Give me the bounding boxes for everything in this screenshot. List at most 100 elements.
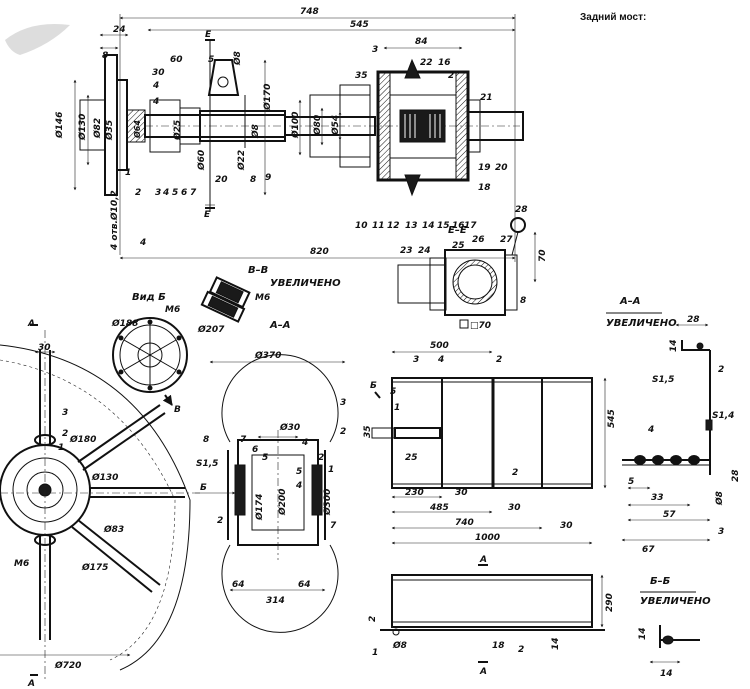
aa-part-2b: 2 xyxy=(318,453,324,463)
frame-part-1: 1 xyxy=(394,403,400,413)
dim-d130: Ø130 xyxy=(77,114,88,141)
frame-side-view: 290 Ø8 18 14 2 А А 1 2 xyxy=(368,555,615,677)
part-1: 1 xyxy=(125,168,131,178)
aad-part-4: 4 xyxy=(647,425,654,435)
aa-part-6: 6 xyxy=(252,445,258,455)
wheel-dim-d83: Ø83 xyxy=(103,524,124,535)
part-12: 12 xyxy=(387,221,400,231)
section-a-a-detail: А–А УВЕЛИЧЕНО 28 14 S1,5 2 S1,4 5 33 57 … xyxy=(606,296,741,555)
aa-detail-title: А–А xyxy=(619,296,640,307)
wheel-dim-d180: Ø180 xyxy=(69,434,96,445)
dim-d170: Ø170 xyxy=(262,84,273,111)
frame-dim-740: 740 xyxy=(455,518,474,528)
part-14: 14 xyxy=(422,221,435,231)
dim-4b: 4 xyxy=(152,97,159,107)
dim-748: 748 xyxy=(300,7,319,17)
dim-d35: Ø35 xyxy=(104,120,115,141)
view-b: Вид Б М6 Ø188 Ø207 В xyxy=(111,292,225,415)
dim-d22: Ø22 xyxy=(236,150,247,171)
wheel-dim-30: 30 xyxy=(38,343,51,353)
frame-arrow-b: Б xyxy=(370,381,377,391)
aad-dim-2: 2 xyxy=(718,365,724,375)
aad-dim-33: 33 xyxy=(651,493,664,503)
section-mark-e-top: Е xyxy=(205,30,212,40)
dim-5: 5 xyxy=(208,55,214,65)
aa-part-7: 7 xyxy=(240,435,247,445)
dim-30: 30 xyxy=(152,68,165,78)
side-dim-18: 18 xyxy=(492,641,505,651)
part-18: 18 xyxy=(478,183,491,193)
section-aa-title: А–А xyxy=(269,320,290,331)
frame-dim-230: 230 xyxy=(405,488,424,498)
aa-dim-314: 314 xyxy=(266,596,285,606)
frame-dim-500: 500 xyxy=(430,341,449,351)
ee-part-27: 27 xyxy=(500,235,513,245)
part-19: 19 xyxy=(478,163,491,173)
dim-d146: Ø146 xyxy=(54,112,65,139)
part-16b: 16 xyxy=(438,58,451,68)
aad-dim-67: 67 xyxy=(642,545,655,555)
part-11: 11 xyxy=(372,221,385,231)
aa-dim-d200: Ø200 xyxy=(277,489,288,516)
aa-dim-d370: Ø370 xyxy=(254,350,281,361)
section-mark-e-bottom: Е xyxy=(204,210,211,220)
section-e-e-title: Е–Е xyxy=(448,225,467,236)
dim-24: 24 xyxy=(113,25,126,35)
aa-dim-d30: Ø30 xyxy=(279,422,300,433)
bb-dim-14h: 14 xyxy=(660,669,673,679)
aad-dim-14: 14 xyxy=(669,339,679,352)
side-dim-d8: Ø8 xyxy=(392,640,407,651)
page-header: Задний мост: xyxy=(580,12,646,23)
scan-smudge xyxy=(5,24,70,55)
aa-part-4: 4 xyxy=(301,438,308,448)
part-15: 15 xyxy=(437,221,450,231)
dim-4a: 4 xyxy=(152,81,159,91)
aa-detail-sub: УВЕЛИЧЕНО xyxy=(606,318,677,329)
dim-d60: Ø60 xyxy=(196,150,207,171)
part-2b: 2 xyxy=(448,71,454,81)
dim-84: 84 xyxy=(415,37,428,47)
wheel-section-a-top: А xyxy=(27,319,35,329)
view-b-m6: М6 xyxy=(165,305,180,315)
aa-part-7b: 7 xyxy=(330,521,337,531)
dim-545: 545 xyxy=(350,20,369,30)
aad-dim-d8: Ø8 xyxy=(714,491,725,506)
side-dim-14: 14 xyxy=(551,637,561,650)
dim-d64: Ø64 xyxy=(132,120,142,139)
vv-m6: М6 xyxy=(255,293,270,303)
aa-dim-d300: Ø300 xyxy=(322,489,333,516)
frame-dim-5: 5 xyxy=(390,387,396,397)
part-4: 4 xyxy=(162,188,169,198)
section-b-b-detail: Б–Б УВЕЛИЧЕНО 14 14 xyxy=(638,576,711,679)
part-21: 21 xyxy=(480,93,493,103)
ee-part-26: 26 xyxy=(472,235,485,245)
frame-dim-545: 545 xyxy=(607,409,617,428)
view-b-title: Вид Б xyxy=(132,292,166,303)
dim-4c: 4 xyxy=(139,238,146,248)
aa-dim-d174: Ø174 xyxy=(254,494,265,521)
aad-dim-s14: S1,4 xyxy=(712,411,734,421)
dim-8: 8 xyxy=(102,51,108,61)
ee-dim-sq70: □70 xyxy=(470,321,491,331)
dim-d100: Ø100 xyxy=(290,112,301,139)
bb-dim-14v: 14 xyxy=(638,627,648,640)
ee-dim-70: 70 xyxy=(538,249,548,262)
frame-dim-1000: 1000 xyxy=(475,533,500,543)
section-v-v-enlarged: В–В УВЕЛИЧЕНО М6 xyxy=(200,265,341,323)
dim-d80: Ø80 xyxy=(312,115,323,136)
part-9: 9 xyxy=(265,173,271,183)
aa-part-5: 5 xyxy=(262,453,268,463)
frame-dim-30a: 30 xyxy=(455,488,468,498)
view-b-d207: Ø207 xyxy=(197,324,225,335)
wheel-part-1: 1 xyxy=(58,443,64,453)
side-dim-2: 2 xyxy=(368,616,378,622)
aa-part-5b: 5 xyxy=(296,467,302,477)
part-10: 10 xyxy=(355,221,368,231)
dim-d25: Ø25 xyxy=(172,120,183,141)
dim-d8-fork: Ø8 xyxy=(232,51,243,66)
dim-d54: Ø54 xyxy=(330,115,341,136)
part-16: 16 xyxy=(452,221,465,231)
wheel-dim-d720: Ø720 xyxy=(54,660,81,671)
aad-dim-28: 28 xyxy=(687,315,700,325)
